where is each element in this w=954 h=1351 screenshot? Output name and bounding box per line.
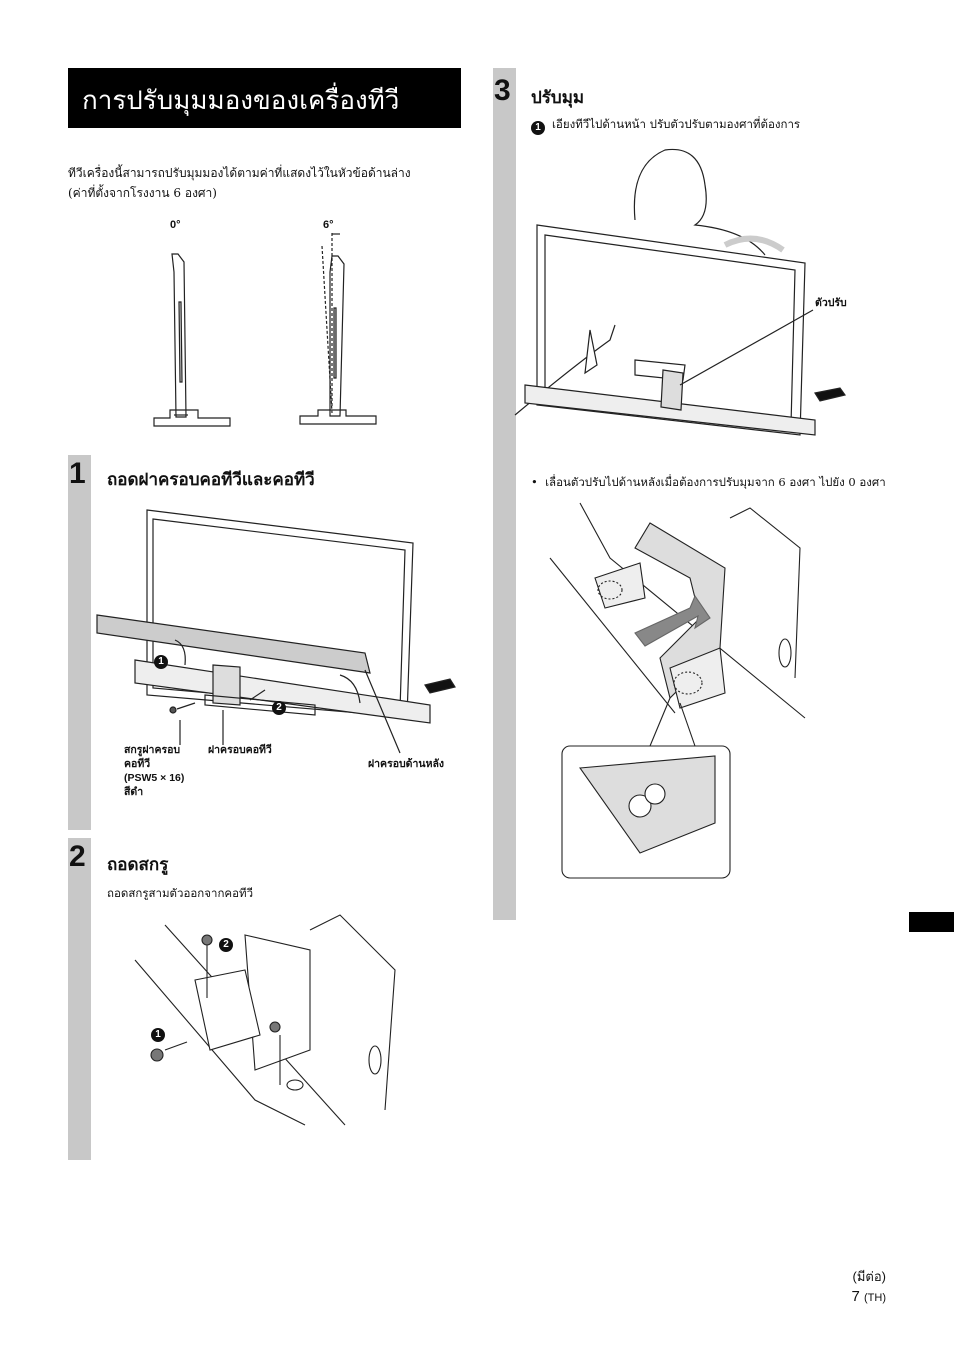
step-3-callout-1: 1: [531, 117, 545, 136]
bullet-point: •: [531, 475, 546, 489]
step-1-callout-2: 2: [272, 697, 286, 716]
step-3-title: ปรับมุม: [531, 88, 585, 108]
intro-line-1: ทีวีเครื่องนี้สามารถปรับมุมมองได้ตามค่าท…: [68, 166, 411, 180]
screw-label: สกรูฝาครอบ คอทีวี (PSW5 × 16) สีดำ: [124, 744, 185, 798]
tv-rear-cover-removal-illustration: [96, 509, 456, 754]
step-3-instruction: เอียงทีวีไปด้านหน้า ปรับตัวปรับตามองศาที…: [552, 117, 801, 131]
angle-0-label: 0°: [170, 219, 181, 231]
step-3-marker-bar: [493, 68, 516, 920]
intro-line-2: (ค่าที่ตั้งจากโรงงาน 6 องศา): [68, 186, 217, 200]
step-1-callout-1: 1: [154, 651, 168, 670]
angle-6-label: 6°: [323, 219, 334, 231]
page-number: 7 (TH): [851, 1288, 886, 1305]
continued-label: (มีต่อ): [852, 1269, 886, 1284]
neck-screw-removal-illustration: [134, 914, 396, 1126]
step-2-description: ถอดสกรูสามตัวออกจากคอทีวี: [107, 886, 254, 900]
page-title: การปรับมุมมองของเครื่องทีวี: [82, 86, 400, 116]
page-language: (TH): [864, 1292, 886, 1304]
adjuster-label: ตัวปรับ: [815, 297, 847, 309]
step-3-bullet: • เลื่อนตัวปรับไปด้านหลังเมื่อต้องการปรั…: [531, 474, 886, 492]
step-1-title: ถอดฝาครอบคอทีวีและคอทีวี: [107, 470, 315, 490]
step-2-title: ถอดสกรู: [107, 855, 169, 875]
step-1-number: 1: [69, 457, 86, 490]
intro-text: ทีวีเครื่องนี้สามารถปรับมุมมองได้ตามค่าท…: [68, 163, 458, 203]
page-number-value: 7: [851, 1288, 860, 1305]
tv-side-view-6-deg: [299, 233, 377, 425]
step-2-number: 2: [69, 840, 86, 873]
tilt-tv-forward-illustration: [514, 148, 847, 436]
neck-cover-label: ฝาครอบคอทีวี: [208, 744, 272, 756]
adjuster-slide-illustration: [549, 502, 806, 879]
tv-side-view-0-deg: [153, 253, 231, 427]
step-2-callout-2: 2: [219, 934, 233, 953]
step-2-marker-bar: [68, 838, 91, 1160]
rear-cover-label: ฝาครอบด้านหลัง: [368, 758, 445, 770]
step-1-marker-bar: [68, 455, 91, 830]
step-3-number: 3: [494, 74, 511, 107]
language-tab-marker: [909, 912, 954, 932]
step-3-bullet-text: เลื่อนตัวปรับไปด้านหลังเมื่อต้องการปรับม…: [545, 475, 886, 489]
step-2-callout-1: 1: [151, 1024, 165, 1043]
title-bar: [68, 68, 461, 128]
